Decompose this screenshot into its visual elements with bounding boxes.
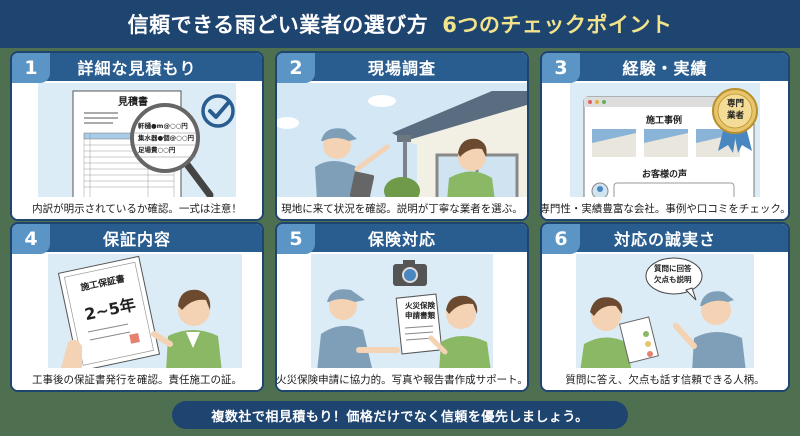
page-title: 信頼できる雨どい業者の選び方 [127, 13, 429, 37]
speech-bubble-icon [645, 257, 703, 301]
panel-header: 対応の誠実さ [542, 224, 788, 252]
panel-header: 経験・実績 [542, 53, 788, 81]
panel-number-badge: 3 [542, 53, 580, 83]
panel-header: 保険対応 [277, 224, 527, 252]
camera-icon [393, 260, 427, 286]
certificate-icon [57, 255, 161, 372]
browser-window-icon [583, 96, 755, 201]
insurance-illustration: 火災保険 申請書類 [311, 254, 493, 372]
checkpoint-panel-6: 質問に回答 欠点も説明 対応の誠実さ 6 質問に答え、欠点も話す信頼できる人柄。 [540, 222, 790, 392]
customer-icon [151, 289, 222, 372]
customer-icon [580, 297, 659, 372]
page-header: 信頼できる雨どい業者の選び方 6つのチェックポイント [0, 0, 800, 48]
panel-caption: 内訳が明示されているか確認。一式は注意！ [12, 197, 262, 219]
footer-message: 複数社で相見積もり！価格だけでなく信頼を優先しましょう。 [172, 401, 628, 429]
panel-caption: 火災保険申請に協力的。写真や報告書作成サポート。 [277, 368, 527, 390]
checkpoint-panel-5: 火災保険 申請書類 保険対応 5 火災保険申請に協力的。写真や報告書作成サポート… [275, 222, 529, 392]
panel-header: 詳細な見積もり [12, 53, 262, 81]
panel-caption: 現地に来て状況を確認。説明が丁寧な業者を選ぶ。 [277, 197, 527, 219]
panel-title: 対応の誠実さ [613, 230, 716, 249]
panel-caption: 工事後の保証書発行を確認。責任施工の証。 [12, 368, 262, 390]
checkpoint-panel-4: 施工保証書 2~5年 保証内容 4 工事後の保証書発行を確認。責任施工の証。 [10, 222, 264, 392]
panel-title: 保証内容 [102, 230, 171, 249]
checkpoint-panel-1: 見積書 軒樋●m@○○円 集水器●個@○○円 足場費○○円 詳細な見積もり 1 … [10, 51, 264, 221]
customer-icon [447, 138, 495, 201]
sincerity-illustration: 質問に回答 欠点も説明 [576, 254, 754, 372]
site-survey-illustration [277, 83, 527, 201]
checkmark-icon [201, 94, 235, 128]
panel-title: 経験・実績 [622, 59, 708, 78]
panel-title: 現場調査 [367, 59, 436, 78]
page-subtitle: 6つのチェックポイント [442, 13, 673, 37]
panel-number-badge: 6 [542, 224, 580, 254]
worker-icon [673, 291, 746, 372]
panel-number-badge: 1 [12, 53, 50, 83]
panel-header: 現場調査 [277, 53, 527, 81]
checkpoint-panel-2: 現場調査 2 現地に来て状況を確認。説明が丁寧な業者を選ぶ。 [275, 51, 529, 221]
panel-caption: 質問に答え、欠点も話す信頼できる人柄。 [542, 368, 788, 390]
warranty-illustration: 施工保証書 2~5年 [48, 254, 242, 372]
document-icon [72, 90, 235, 201]
worker-icon [315, 128, 390, 201]
customer-icon [428, 295, 491, 372]
panel-title: 詳細な見積もり [77, 59, 197, 78]
panel-number-badge: 5 [277, 224, 315, 254]
experience-illustration: 施工事例 お客様の声 専門 業者 [570, 83, 760, 201]
panel-number-badge: 2 [277, 53, 315, 83]
panel-caption: 専門性・実績豊富な会社。事例や口コミをチェック。 [542, 197, 788, 219]
panel-title: 保険対応 [367, 230, 436, 249]
estimate-illustration: 見積書 軒樋●m@○○円 集水器●個@○○円 足場費○○円 [38, 83, 236, 201]
award-ribbon-icon [712, 88, 758, 153]
checkpoint-panel-3: 施工事例 お客様の声 専門 業者 経験・実績 3 専門性・実績豊富な会社。事例や… [540, 51, 790, 221]
panel-number-badge: 4 [12, 224, 50, 254]
magnifier-icon [130, 103, 214, 199]
panel-header: 保証内容 [12, 224, 262, 252]
worker-icon [317, 289, 400, 372]
